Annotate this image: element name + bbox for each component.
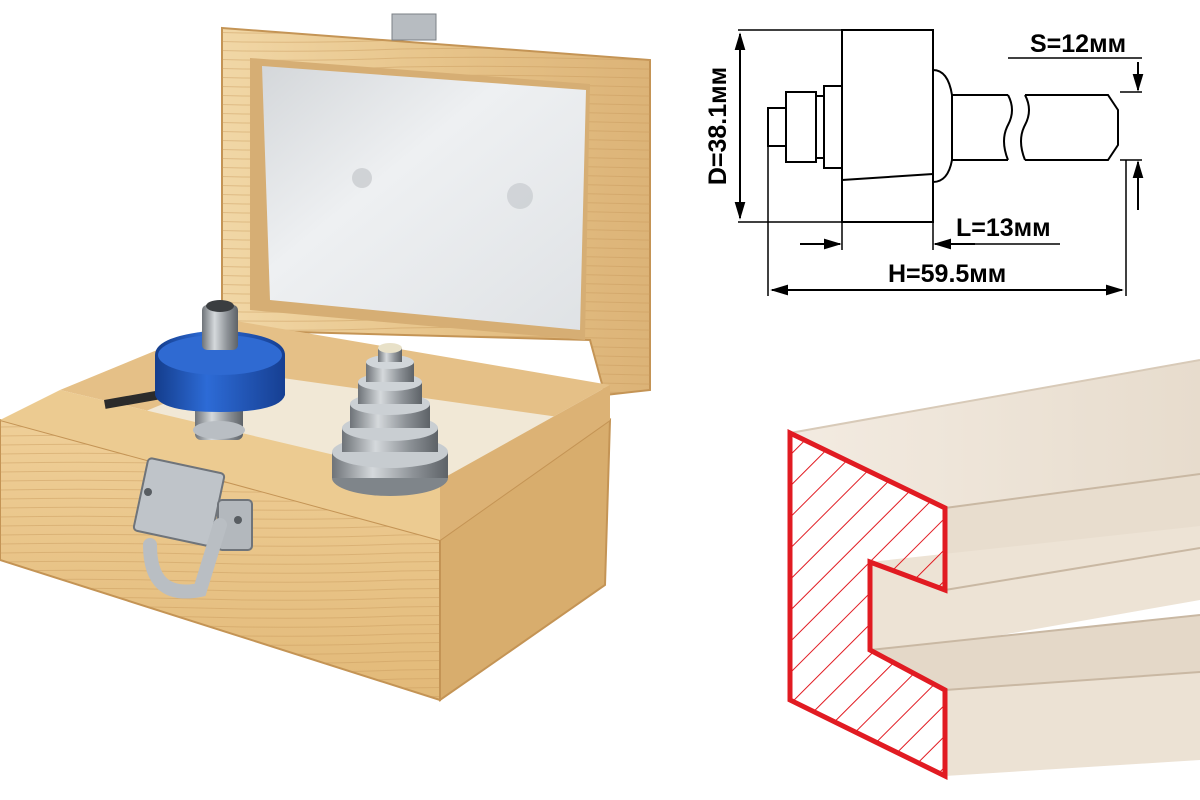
case-lid: [221, 13, 651, 397]
joint-profile: [787, 359, 1200, 781]
dimension-drawing: [734, 29, 1144, 296]
lid-clasp: [391, 13, 437, 41]
bearing-outline: [767, 107, 787, 147]
bearing-set: [332, 343, 448, 496]
dimension-d-label: D=38.1мм: [704, 67, 732, 185]
product-photo: [0, 13, 651, 702]
cutter-body-outline: [841, 29, 934, 223]
dimension-h-label: H=59.5мм: [888, 260, 1006, 288]
case-latch: [132, 457, 253, 599]
dimension-l-label: L=13мм: [956, 214, 1051, 242]
foam-insert: [262, 66, 586, 330]
router-bit: [104, 300, 285, 440]
case-body: [0, 320, 612, 702]
cross-section: [787, 429, 948, 781]
dimension-s-label: S=12мм: [1030, 30, 1126, 58]
